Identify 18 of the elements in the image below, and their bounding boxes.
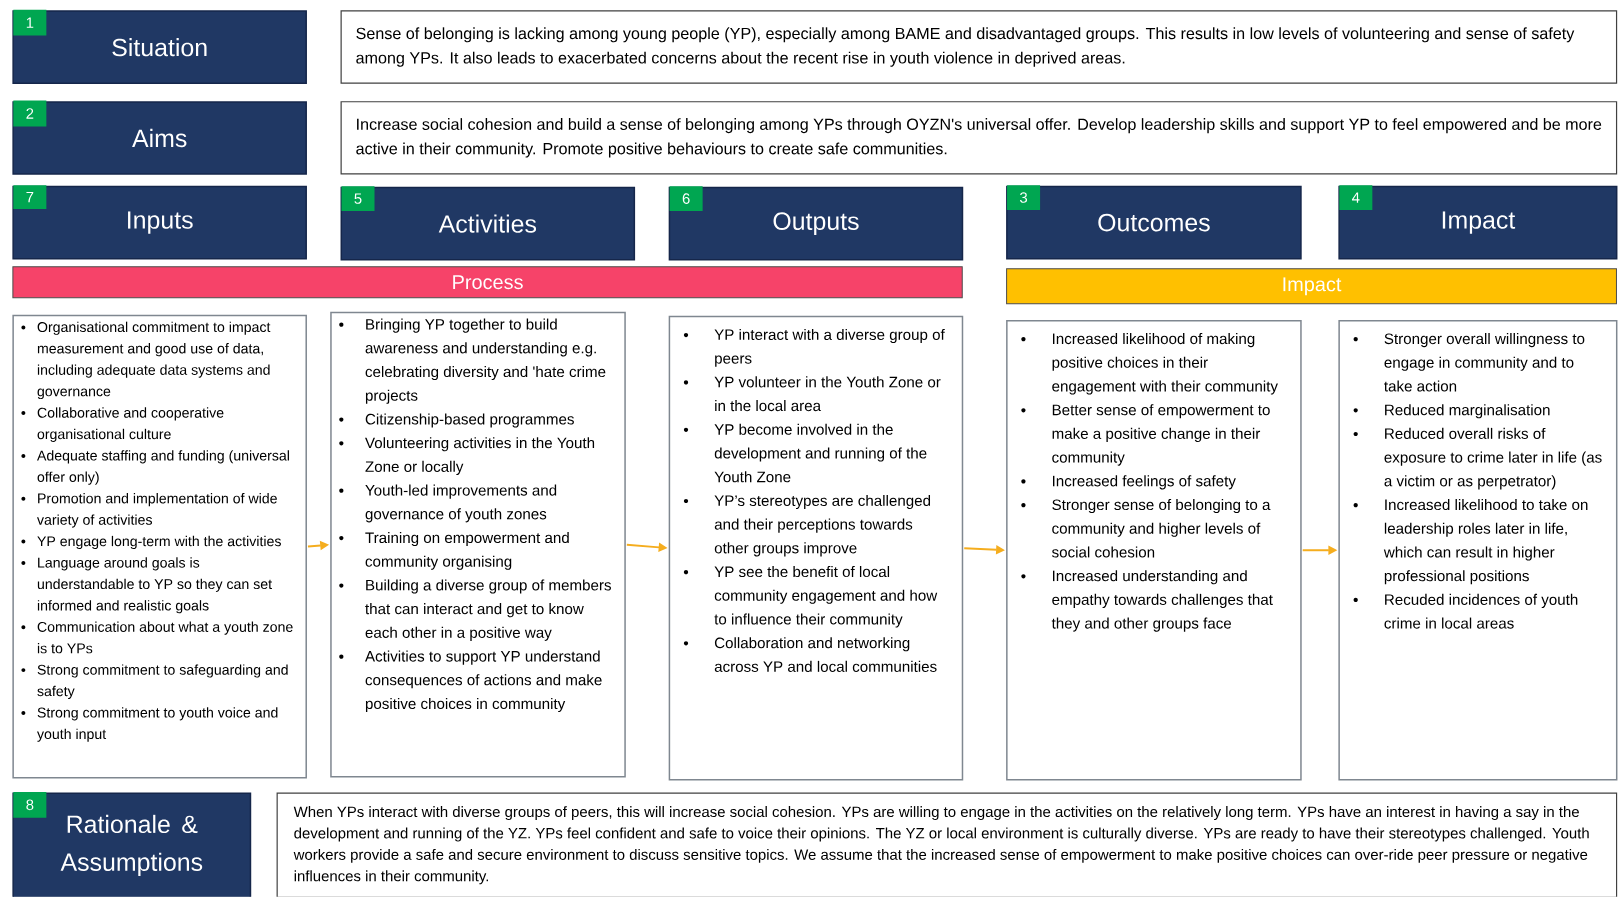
number-badge: 4: [1339, 185, 1373, 211]
number-badge: 5: [341, 186, 375, 212]
text-box: Sense of belonging is lacking among young people (YP), especially among BAME and disadvantaged groups. This results in low levels of volunteering and sense of safety among YPs. It also leads to exacerbated concerns about the recent rise in youth violence in deprived areas.: [340, 10, 1618, 84]
stage-band: Process: [12, 266, 963, 299]
bullet-list-box: Stronger overall willingness to engage in community and to take action Reduced marginalisation Reduced overall risks of exposure to crime later in life (as a victim or as perpetrator) Increased likelihood to take on leadership roles later in life, which can result in higher professional positions Recuded incidences of youth crime in local areas: [1338, 320, 1618, 781]
bullet-list-box: YP interact with a diverse group of peers YP volunteer in the Youth Zone or in the local area YP become involved in the development and running of the Youth Zone YP’s stereotypes are challenged and their perceptions towards other groups improve YP see the benefit of local community engagement and how to influence their community Collaboration and networking across YP and local communities: [668, 315, 964, 781]
text-box: Increase social cohesion and build a sense of belonging among YPs through OYZN's universal offer. Develop leadership skills and support YP to feel empowered and be more active in their community. Promote positive behaviours to create safe communities.: [340, 101, 1618, 175]
number-badge: 8: [13, 792, 47, 818]
number-badge: 6: [669, 186, 703, 212]
bullet-list-box: Organisational commitment to impact measurement and good use of data, including adequate data systems and governance Collaborative and cooperative organisational culture Adequate staffing and funding (universal offer only) Promotion and implementation of wide variety of activities YP engage long-term with the activities Language around goals is understandable to YP so they can set informed and realistic goals Communication about what a youth zone is to YPs Strong commitment to safeguarding and safety Strong commitment to youth voice and youth input: [12, 314, 307, 779]
number-badge: 1: [13, 9, 47, 36]
number-badge: 7: [13, 185, 47, 210]
stage-band: Impact: [1006, 268, 1617, 305]
bullet-list-box: Bringing YP together to build awareness and understanding e.g. celebrating diversity and 'hate crime projects Citizenship-based programmes Volunteering activities in the Youth Zone or locally Youth-led improvements and governance of youth zones Training on empowerment and community organising Building a diverse group of members that can interact and get to know each other in a positive way Activities to support YP understand consequences of actions and make positive choices in community: [330, 311, 626, 778]
text-box: When YPs interact with diverse groups of peers, this will increase social cohesion. YPs are willing to engage in the activities on the relatively long term. YPs have an interest in having a say in the development and running of the YZ. YPs feel confident and safe to voice their opinions. The YZ or local environment is culturally diverse. YPs are ready to have their stereotypes challenged. Youth workers provide a safe and secure environment to discuss sensitive topics. We assume that the increased sense of empowerment to make positive choices can over-ride peer pressure or negative influences in their community.: [276, 792, 1618, 897]
number-badge: 3: [1007, 185, 1041, 211]
bullet-list-box: Increased likelihood of making positive choices in their engagement with their community Better sense of empowerment to make a positive change in their community Increased feelings of safety Stronger sense of belonging to a community and higher levels of social cohesion Increased understanding and empathy towards challenges that they and other groups face: [1006, 320, 1302, 781]
number-badge: 2: [13, 100, 47, 127]
